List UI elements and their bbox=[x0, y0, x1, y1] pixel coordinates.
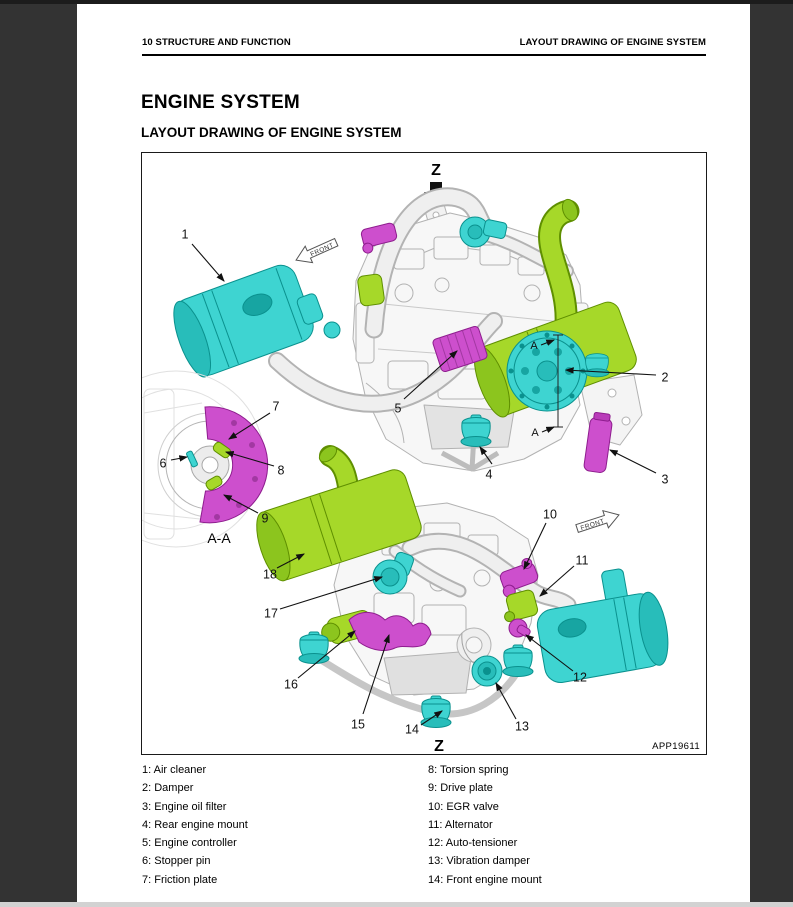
engine-oil-filter bbox=[583, 411, 613, 473]
section-view-a-a: A-A bbox=[142, 370, 269, 548]
callout-line-16 bbox=[297, 630, 356, 679]
page-title: ENGINE SYSTEM bbox=[141, 92, 300, 113]
callout-number-12: 12 bbox=[573, 671, 587, 685]
front-engine-mount bbox=[420, 695, 452, 728]
alternator bbox=[504, 589, 539, 623]
auto-tensioner bbox=[508, 618, 531, 638]
callout-line-5 bbox=[403, 350, 458, 400]
callout-line-4 bbox=[479, 446, 493, 465]
engine-layout-figure: Z bbox=[141, 152, 707, 755]
stopper-pin bbox=[186, 450, 198, 468]
callout-number-4: 4 bbox=[486, 468, 493, 482]
callout-line-2 bbox=[564, 367, 657, 376]
figure-code: APP19611 bbox=[652, 741, 700, 752]
section-mark-label-2: A bbox=[531, 427, 539, 439]
callout-number-13: 13 bbox=[515, 720, 529, 734]
legend-item: 7: Friction plate bbox=[142, 873, 218, 886]
running-header: 10 STRUCTURE AND FUNCTION LAYOUT DRAWING… bbox=[142, 37, 706, 48]
horizontal-scrollbar[interactable] bbox=[0, 902, 793, 907]
front-arrow-upper: FRONT bbox=[295, 237, 339, 264]
air-cleaner-upper bbox=[173, 264, 324, 378]
callout-number-15: 15 bbox=[351, 718, 365, 732]
legend-item: 1: Air cleaner bbox=[142, 764, 207, 776]
section-mark-layer: AA bbox=[530, 339, 556, 439]
front-arrow-lower: FRONT bbox=[575, 509, 620, 533]
callout-number-9: 9 bbox=[262, 512, 269, 526]
legend-item: 3: Engine oil filter bbox=[142, 800, 227, 813]
section-mark-label-1: A bbox=[530, 340, 538, 352]
callout-line-7 bbox=[228, 412, 271, 440]
legend-item: 9: Drive plate bbox=[428, 782, 493, 795]
running-header-left: 10 STRUCTURE AND FUNCTION bbox=[142, 37, 291, 48]
legend-item: 5: Engine controller bbox=[142, 837, 237, 850]
torsion-spring-2 bbox=[205, 475, 223, 491]
thermostat-upper bbox=[323, 321, 341, 339]
manual-page: 10 STRUCTURE AND FUNCTION LAYOUT DRAWING… bbox=[77, 4, 750, 902]
callout-number-6: 6 bbox=[160, 457, 167, 471]
legend-item: 12: Auto-tensioner bbox=[428, 837, 518, 850]
parts-legend: 1: Air cleaner 2: Damper 3: Engine oil fil… bbox=[142, 761, 706, 889]
rear-engine-mount bbox=[460, 414, 492, 447]
section-view-label: A-A bbox=[207, 530, 231, 546]
callout-number-17: 17 bbox=[264, 607, 278, 621]
alternator-upper bbox=[357, 273, 385, 307]
callout-number-3: 3 bbox=[662, 473, 669, 487]
legend-column-left: 1: Air cleaner 2: Damper 3: Engine oil fil… bbox=[142, 761, 428, 889]
callout-line-15 bbox=[362, 633, 390, 715]
rear-engine-mount-2 bbox=[584, 353, 610, 378]
callout-number-16: 16 bbox=[284, 678, 298, 692]
callout-line-9 bbox=[223, 494, 259, 514]
exhaust-manifold bbox=[348, 612, 432, 651]
section-mark-line-2 bbox=[541, 426, 556, 434]
callout-line-18 bbox=[276, 553, 305, 569]
callout-number-18: 18 bbox=[263, 568, 277, 582]
callout-number-1: 1 bbox=[182, 228, 189, 242]
turbocharger-upper bbox=[459, 216, 508, 248]
air-cleaner-lower bbox=[536, 568, 669, 683]
callout-number-7: 7 bbox=[273, 400, 280, 414]
damper bbox=[506, 330, 588, 412]
legend-column-right: 8: Torsion spring 9: Drive plate 10: EGR v… bbox=[428, 761, 706, 889]
legend-item: 6: Stopper pin bbox=[142, 855, 211, 868]
callout-number-11: 11 bbox=[576, 554, 589, 568]
header-rule bbox=[142, 54, 706, 56]
callout-number-10: 10 bbox=[543, 508, 557, 522]
callout-line-3 bbox=[609, 449, 657, 474]
callout-number-2: 2 bbox=[662, 371, 669, 385]
engine-mount-right bbox=[502, 644, 534, 677]
vibration-damper bbox=[471, 655, 503, 687]
section-mark-line-1 bbox=[540, 339, 556, 346]
legend-item: 14: Front engine mount bbox=[428, 873, 542, 886]
legend-item: 10: EGR valve bbox=[428, 800, 499, 813]
z-label-top: Z bbox=[431, 162, 441, 179]
callout-line-17 bbox=[279, 576, 384, 610]
viewer-top-bar bbox=[0, 0, 793, 4]
section-title: LAYOUT DRAWING OF ENGINE SYSTEM bbox=[141, 125, 402, 140]
callout-line-8 bbox=[224, 450, 275, 467]
callout-number-5: 5 bbox=[395, 402, 402, 416]
legend-item: 4: Rear engine mount bbox=[142, 818, 248, 831]
callout-line-10 bbox=[523, 522, 547, 570]
callout-line-6 bbox=[170, 455, 189, 462]
legend-item: 8: Torsion spring bbox=[428, 764, 509, 776]
callout-line-11 bbox=[539, 565, 575, 597]
callout-number-8: 8 bbox=[278, 464, 285, 478]
muffler-lower bbox=[256, 445, 422, 582]
running-header-right: LAYOUT DRAWING OF ENGINE SYSTEM bbox=[519, 37, 706, 48]
legend-item: 11: Alternator bbox=[428, 818, 493, 831]
callout-line-14 bbox=[420, 710, 443, 726]
z-label-bottom: Z bbox=[434, 738, 444, 754]
engine-layout-drawing: Z bbox=[142, 162, 700, 754]
callout-line-13 bbox=[495, 682, 517, 720]
legend-item: 13: Vibration damper bbox=[428, 855, 530, 868]
callout-line-1 bbox=[191, 243, 225, 282]
engine-mount-left bbox=[298, 631, 330, 664]
callout-line-12 bbox=[525, 634, 574, 672]
egr-valve-upper bbox=[360, 222, 398, 254]
callout-number-14: 14 bbox=[405, 723, 419, 737]
legend-item: 2: Damper bbox=[142, 782, 194, 795]
